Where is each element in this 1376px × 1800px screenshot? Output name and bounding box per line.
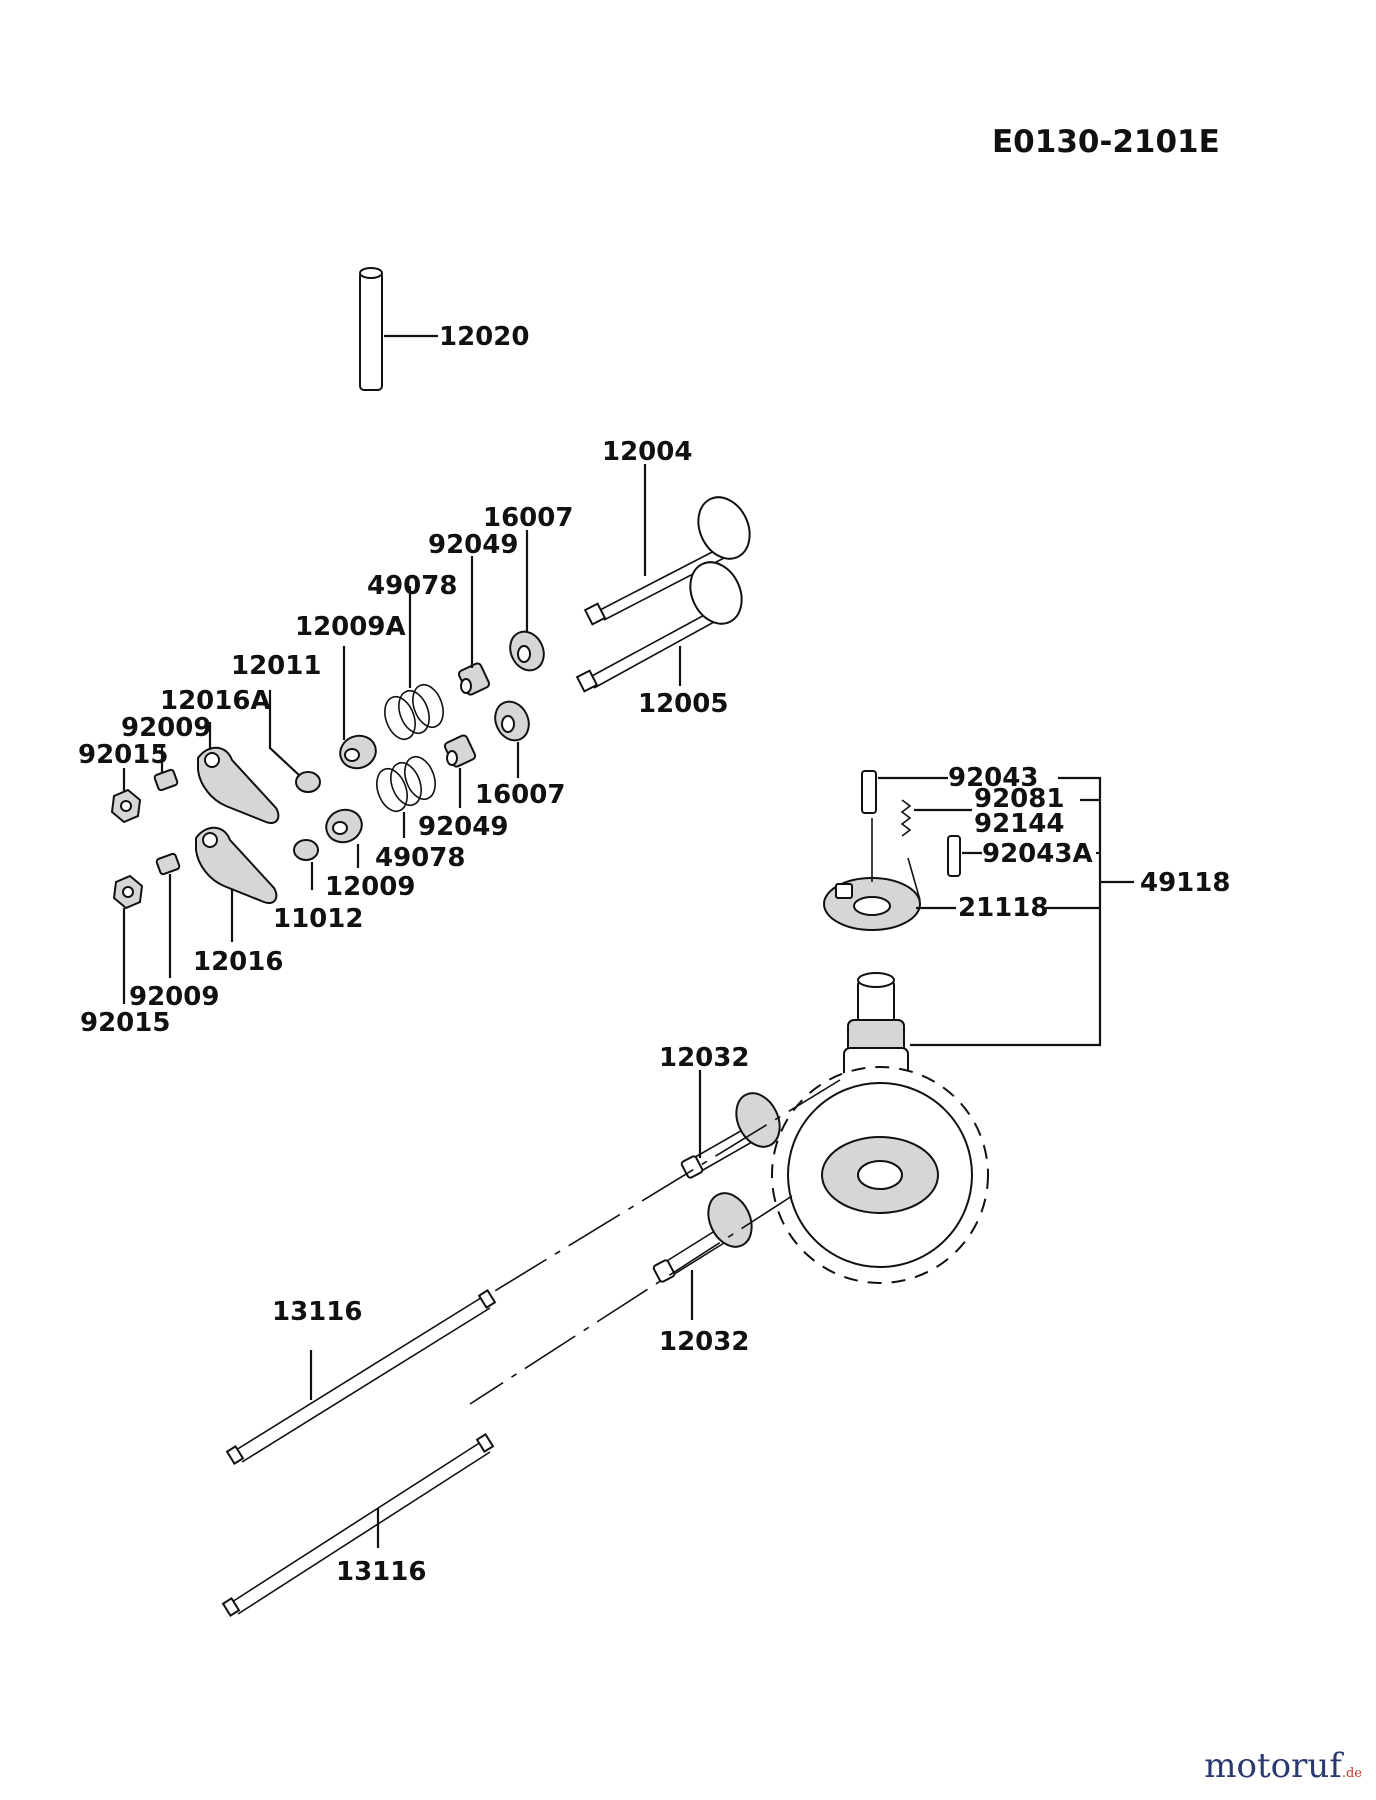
part-92009-top-screw (153, 768, 179, 792)
part-12004-valve (583, 496, 751, 626)
part-12005-valve (575, 561, 743, 693)
part-12032-top-tappet (680, 1092, 781, 1179)
label-92144: 92144 (974, 809, 1064, 839)
part-12009-spring-seat (325, 808, 363, 844)
label-13116-top: 13116 (272, 1297, 362, 1327)
part-12032-bot-tappet (652, 1192, 753, 1283)
part-12016-rocker-arm (195, 826, 278, 904)
label-92043A: 92043A (982, 839, 1093, 869)
part-16007-bot-retainer (494, 700, 530, 742)
part-92049-bot-seal (443, 734, 477, 768)
part-92049-top-seal (457, 662, 491, 696)
label-92009-bot: 92009 (129, 982, 219, 1012)
part-12016A-rocker-arm (197, 746, 280, 824)
part-12020-rod (359, 267, 383, 391)
part-92144-spring (900, 799, 912, 837)
part-92043-pin (861, 770, 877, 814)
watermark-brand: motoruf (1204, 1746, 1342, 1786)
label-12004: 12004 (602, 437, 692, 467)
diagram-code: E0130-2101E (992, 124, 1220, 160)
label-12032-top: 12032 (659, 1043, 749, 1073)
part-13116-bot-pushrod (221, 1433, 495, 1617)
label-49118: 49118 (1140, 868, 1230, 898)
label-92015-bot: 92015 (80, 1008, 170, 1038)
label-12016: 12016 (193, 947, 283, 977)
watermark-logo: motoruf.de (1204, 1746, 1362, 1786)
label-92049-bot: 92049 (418, 812, 508, 842)
label-12020: 12020 (439, 322, 529, 352)
label-92009-top: 92009 (121, 713, 211, 743)
label-12032-bot: 12032 (659, 1327, 749, 1357)
part-92015-top-nut (110, 788, 142, 824)
part-12011-cap (295, 771, 321, 793)
label-12016A: 12016A (160, 686, 271, 716)
label-92015-top: 92015 (78, 740, 168, 770)
label-92049-top: 92049 (428, 530, 518, 560)
label-11012: 11012 (273, 904, 363, 934)
label-13116-bot: 13116 (336, 1557, 426, 1587)
watermark-tld: .de (1341, 1766, 1362, 1781)
label-12005: 12005 (638, 689, 728, 719)
label-12011: 12011 (231, 651, 321, 681)
label-12009A: 12009A (295, 612, 406, 642)
label-49078-bot: 49078 (375, 843, 465, 873)
label-92043: 92043 (948, 763, 1038, 793)
part-92009-bot-screw (155, 852, 181, 876)
label-16007-bot: 16007 (475, 780, 565, 810)
part-13116-top-pushrod (225, 1289, 497, 1465)
part-49078-top-spring (384, 683, 444, 741)
part-49078-bot-spring (376, 755, 436, 813)
part-21118-decomp-plate (823, 818, 921, 931)
part-12009A-spring-seat (339, 734, 377, 770)
part-92043A-pin (947, 835, 961, 877)
part-92015-bot-nut (112, 874, 144, 910)
part-cam-gear (771, 1066, 989, 1284)
part-16007-top-retainer (509, 630, 545, 672)
label-92081: 92081 (974, 784, 1064, 814)
label-16007-top: 16007 (483, 503, 573, 533)
label-12009: 12009 (325, 872, 415, 902)
label-49078-top: 49078 (367, 571, 457, 601)
label-21118: 21118 (958, 893, 1048, 923)
part-11012-cap (293, 839, 319, 861)
